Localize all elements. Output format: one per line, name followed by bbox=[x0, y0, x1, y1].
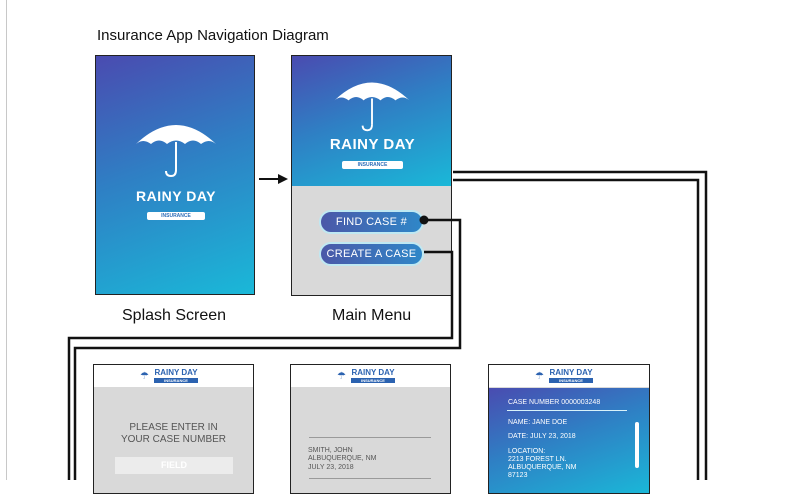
connector-create-case bbox=[67, 250, 454, 480]
case-address: 2213 FOREST LN. bbox=[508, 456, 567, 463]
result-date: JULY 23, 2018 bbox=[308, 464, 354, 471]
results-divider bbox=[309, 478, 431, 479]
find-case-prompt: PLEASE ENTER IN YOUR CASE NUMBER bbox=[94, 422, 253, 446]
navigation-connectors bbox=[67, 170, 708, 480]
main-menu-caption: Main Menu bbox=[332, 307, 412, 324]
page-edge bbox=[6, 0, 7, 480]
case-zip: 87123 bbox=[508, 472, 528, 479]
find-case-button[interactable]: FIND CASE # bbox=[319, 210, 424, 234]
connector-case-detail-a bbox=[453, 170, 708, 480]
case-name: NAME: JANE DOE bbox=[508, 419, 568, 426]
case-city: ALBUQUERQUE, NM bbox=[508, 464, 577, 471]
case-number: CASE NUMBER 0000003248 bbox=[508, 399, 601, 406]
case-divider bbox=[507, 410, 627, 411]
case-date: DATE: JULY 23, 2018 bbox=[508, 433, 576, 440]
arrow-right-icon bbox=[259, 174, 288, 184]
create-case-button[interactable]: CREATE A CASE bbox=[319, 242, 424, 266]
connector-dot-icon bbox=[419, 215, 429, 225]
connector-case-detail-b bbox=[453, 178, 700, 480]
brand-sub: INSURANCE bbox=[147, 212, 205, 220]
diagram-title: Insurance App Navigation Diagram bbox=[97, 27, 329, 44]
main-menu-body bbox=[292, 186, 451, 295]
brand-name: RAINY DAY bbox=[136, 188, 216, 204]
prompt-line-1: PLEASE ENTER IN bbox=[129, 422, 218, 433]
umbrella-icon bbox=[334, 82, 410, 132]
brand-name: RAINY DAY bbox=[329, 136, 416, 153]
main-menu-screen: RAINY DAY INSURANCE FIND CASE # CREATE A… bbox=[291, 55, 452, 296]
result-city: ALBUQUERQUE, NM bbox=[308, 455, 377, 462]
splash-screen: RAINY DAY INSURANCE bbox=[95, 55, 255, 295]
splash-caption: Splash Screen bbox=[122, 307, 227, 324]
case-location-label: LOCATION: bbox=[508, 448, 546, 455]
result-name[interactable]: SMITH, JOHN bbox=[308, 447, 353, 454]
connector-find-case bbox=[73, 218, 462, 480]
splash-brand: RAINY DAY INSURANCE bbox=[96, 188, 254, 222]
umbrella-icon bbox=[136, 125, 216, 178]
main-brand: RAINY DAY INSURANCE bbox=[292, 136, 451, 171]
case-scrollbar[interactable] bbox=[635, 422, 639, 468]
results-divider bbox=[309, 437, 431, 438]
brand-sub: INSURANCE bbox=[341, 161, 404, 169]
prompt-line-2: YOUR CASE NUMBER bbox=[120, 434, 226, 445]
case-number-field[interactable]: FIELD bbox=[115, 457, 233, 474]
case-detail-body bbox=[489, 387, 649, 493]
